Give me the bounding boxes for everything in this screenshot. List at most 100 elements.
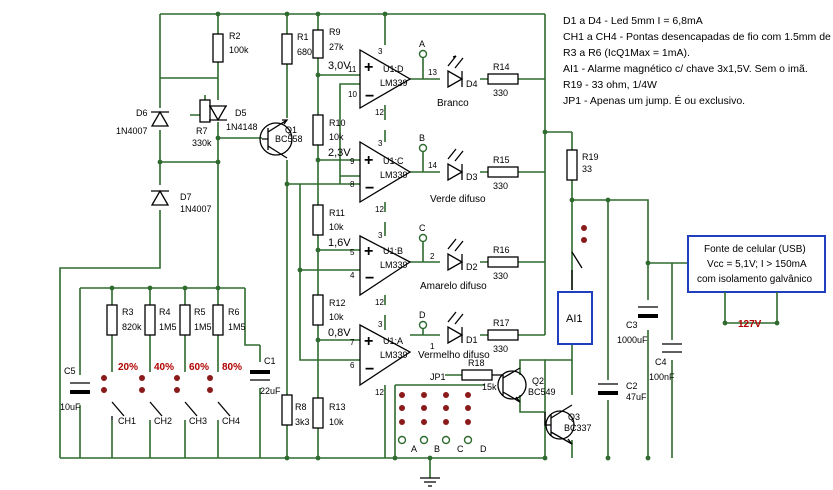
svg-text:LM339: LM339 bbox=[380, 78, 408, 88]
svg-text:330: 330 bbox=[493, 181, 508, 191]
resistor-r11: R11 10k bbox=[312, 204, 345, 236]
resistor-r10: R10 10k bbox=[312, 114, 346, 146]
svg-text:Q2: Q2 bbox=[532, 376, 544, 386]
transistor-q1: Q1 BC558 bbox=[259, 119, 303, 159]
svg-text:CH1: CH1 bbox=[118, 416, 136, 426]
svg-text:U1:D: U1:D bbox=[383, 64, 404, 74]
svg-text:R2: R2 bbox=[229, 31, 241, 41]
test-point-d: D bbox=[418, 310, 428, 330]
svg-text:1: 1 bbox=[430, 342, 435, 351]
svg-text:14: 14 bbox=[428, 161, 437, 170]
svg-text:D3: D3 bbox=[466, 172, 478, 182]
switch-ch1: CH1 bbox=[101, 375, 136, 426]
svg-text:C5: C5 bbox=[64, 366, 76, 376]
svg-text:−: − bbox=[365, 180, 374, 197]
resistor-r13: R13 10k bbox=[312, 397, 346, 429]
svg-text:3: 3 bbox=[378, 320, 383, 329]
svg-text:6: 6 bbox=[350, 361, 355, 370]
resistor-r14: R14 330 bbox=[487, 62, 519, 98]
svg-text:100k: 100k bbox=[229, 45, 249, 55]
svg-text:LM339: LM339 bbox=[380, 170, 408, 180]
alarm-ai1: AI1 bbox=[557, 225, 593, 345]
capacitor-c1: C1 22uF bbox=[250, 356, 281, 396]
voltage-label-1: 3,0V bbox=[328, 60, 351, 72]
svg-text:A: A bbox=[411, 444, 417, 454]
svg-text:Fonte de celular (USB): Fonte de celular (USB) bbox=[704, 244, 806, 255]
ground-icon bbox=[420, 477, 440, 487]
comparator-u1d: + − U1:D LM339 11 10 13 3 12 bbox=[348, 47, 437, 117]
svg-text:15k: 15k bbox=[482, 382, 497, 392]
svg-text:D: D bbox=[480, 444, 487, 454]
svg-text:3: 3 bbox=[378, 139, 383, 148]
resistor-r15: R15 330 bbox=[487, 155, 519, 191]
voltage-label-3: 1,6V bbox=[328, 237, 351, 249]
svg-text:B: B bbox=[434, 444, 440, 454]
svg-text:20%: 20% bbox=[118, 362, 138, 373]
svg-text:R4: R4 bbox=[159, 307, 171, 317]
svg-text:−: − bbox=[365, 88, 374, 105]
svg-text:Amarelo difuso: Amarelo difuso bbox=[420, 281, 487, 292]
svg-text:R6: R6 bbox=[228, 307, 240, 317]
jumper-jp1: JP1 A B C D bbox=[397, 372, 487, 454]
svg-text:11: 11 bbox=[348, 65, 357, 74]
svg-text:10k: 10k bbox=[329, 417, 344, 427]
svg-text:1M5: 1M5 bbox=[159, 322, 177, 332]
svg-text:R13: R13 bbox=[329, 402, 346, 412]
svg-text:100nF: 100nF bbox=[649, 372, 675, 382]
svg-text:+: + bbox=[364, 243, 373, 260]
svg-text:9: 9 bbox=[350, 157, 355, 166]
svg-text:1N4007: 1N4007 bbox=[116, 126, 148, 136]
svg-text:A: A bbox=[419, 39, 425, 49]
svg-text:BC337: BC337 bbox=[564, 423, 592, 433]
svg-text:AI1: AI1 bbox=[566, 313, 583, 325]
percent-80-label: 80% bbox=[222, 362, 242, 373]
svg-text:330: 330 bbox=[493, 344, 508, 354]
svg-text:12: 12 bbox=[375, 388, 384, 397]
resistor-r8: R8 3k3 bbox=[281, 394, 310, 427]
svg-text:1N4148: 1N4148 bbox=[226, 122, 258, 132]
svg-text:330: 330 bbox=[493, 271, 508, 281]
svg-text:U1:B: U1:B bbox=[383, 246, 403, 256]
svg-text:D6: D6 bbox=[136, 108, 148, 118]
svg-text:5: 5 bbox=[350, 248, 355, 257]
svg-text:R19: R19 bbox=[582, 152, 599, 162]
svg-text:D5: D5 bbox=[235, 108, 247, 118]
diode-d7: D7 1N4007 bbox=[150, 189, 212, 214]
svg-text:D1: D1 bbox=[466, 335, 478, 345]
svg-text:D: D bbox=[419, 310, 426, 320]
svg-text:+: + bbox=[364, 59, 373, 76]
led-d4: D4 Branco bbox=[437, 55, 478, 109]
svg-text:R3 a R6 (IcQ1Max = 1mA).: R3 a R6 (IcQ1Max = 1mA). bbox=[563, 47, 690, 59]
svg-text:C4: C4 bbox=[655, 357, 667, 367]
svg-text:10k: 10k bbox=[329, 222, 344, 232]
svg-text:−: − bbox=[365, 270, 374, 287]
voltage-label-2: 2,3V bbox=[328, 147, 351, 159]
svg-text:33: 33 bbox=[582, 164, 592, 174]
svg-text:2: 2 bbox=[430, 252, 435, 261]
svg-text:LM339: LM339 bbox=[380, 350, 408, 360]
power-supply-box: Fonte de celular (USB) Vcc = 5,1V; I > 1… bbox=[687, 235, 826, 330]
svg-text:D2: D2 bbox=[466, 262, 478, 272]
svg-text:8: 8 bbox=[350, 180, 355, 189]
wires bbox=[59, 13, 688, 478]
diode-d6: D6 1N4007 bbox=[116, 108, 170, 136]
svg-text:R8: R8 bbox=[295, 402, 307, 412]
comparator-u1b: + − U1:B LM339 5 4 2 3 12 bbox=[350, 231, 435, 307]
svg-text:R3: R3 bbox=[122, 307, 134, 317]
svg-text:R7: R7 bbox=[196, 126, 208, 136]
svg-text:3: 3 bbox=[378, 231, 383, 240]
svg-text:3: 3 bbox=[378, 47, 383, 56]
svg-text:680: 680 bbox=[297, 47, 312, 57]
resistor-r17: R17 330 bbox=[487, 318, 519, 354]
resistor-r3: R3 820k bbox=[106, 304, 142, 336]
led-d2: D2 Amarelo difuso bbox=[420, 238, 487, 292]
svg-text:U1:C: U1:C bbox=[383, 156, 404, 166]
capacitor-c2: C2 47uF bbox=[598, 381, 647, 402]
svg-text:CH1 a CH4 - Pontas desencapada: CH1 a CH4 - Pontas desencapadas de fio c… bbox=[563, 31, 833, 43]
svg-text:JP1: JP1 bbox=[430, 372, 446, 382]
svg-text:330k: 330k bbox=[192, 138, 212, 148]
svg-text:Vermelho difuso: Vermelho difuso bbox=[418, 350, 490, 361]
led-d3: D3 Verde difuso bbox=[430, 148, 486, 205]
svg-text:R17: R17 bbox=[493, 318, 510, 328]
